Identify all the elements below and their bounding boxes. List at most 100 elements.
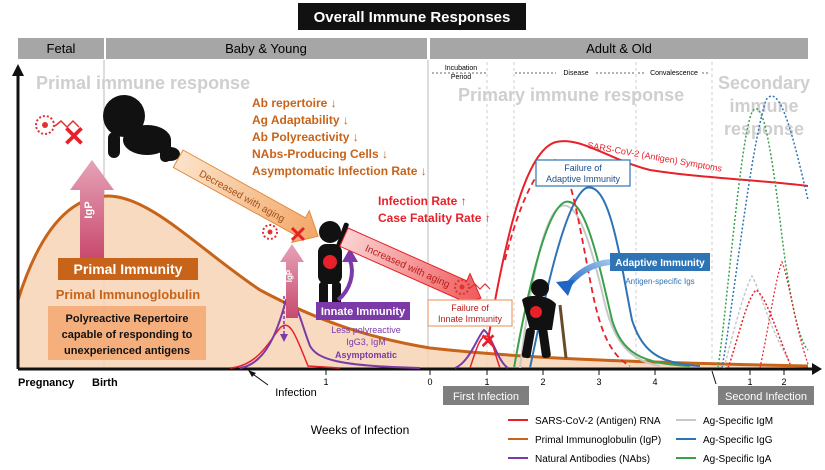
iga-curve bbox=[513, 200, 691, 369]
tick-baby-1: 1 bbox=[323, 377, 328, 387]
virus-icon bbox=[35, 115, 55, 135]
failure-innate-l2: Innate Immunity bbox=[438, 314, 503, 324]
innate-immunity-box bbox=[316, 302, 410, 320]
increase-item-2: Case Fatality Rate ↑ bbox=[378, 211, 491, 225]
baby-nabs-curve bbox=[239, 297, 421, 369]
adult-nabs-curve bbox=[454, 328, 509, 369]
tick-adult-1: 1 bbox=[484, 377, 489, 387]
tick-second-1: 1 bbox=[747, 377, 752, 387]
figure-title: Overall Immune Responses bbox=[314, 9, 511, 26]
legend-nabs: Natural Antibodies (NAbs) bbox=[535, 454, 650, 465]
tick-adult-3: 3 bbox=[596, 377, 601, 387]
repertoire-line-1: Polyreactive Repertoire bbox=[66, 313, 189, 325]
label-asymptomatic: Asymptomatic bbox=[335, 350, 397, 360]
adult-blocked-x-icon: ✕ bbox=[480, 331, 497, 353]
failure-innate-l1: Failure of bbox=[451, 303, 489, 313]
second-infection-badge bbox=[718, 386, 814, 405]
repertoire-line-2: capable of responding to bbox=[62, 329, 193, 341]
failure-adaptive-l1: Failure of bbox=[564, 163, 602, 173]
period-disease: Disease bbox=[563, 70, 588, 77]
igp-area bbox=[18, 196, 808, 368]
heading-secondary-l1: Secondary bbox=[718, 73, 810, 93]
label-antigen-specific: Antigen-specific Igs bbox=[625, 277, 694, 286]
second-rna-curve bbox=[727, 289, 791, 369]
legend-igm: Ag-Specific IgM bbox=[703, 416, 773, 427]
label-less-poly-1: Less polyreactive bbox=[331, 325, 401, 335]
period-incubation-l2: Period bbox=[451, 74, 471, 81]
label-igp: IgP bbox=[83, 201, 95, 218]
label-first-infection: First Infection bbox=[453, 391, 519, 403]
heading-primary: Primary immune response bbox=[458, 85, 684, 105]
child-igp-arrow bbox=[280, 244, 304, 318]
cane-icon bbox=[558, 304, 568, 359]
adult-incubation-rna bbox=[469, 335, 501, 369]
adaptive-immunity-box bbox=[610, 253, 710, 271]
label-second-infection: Second Infection bbox=[725, 391, 807, 403]
failure-adaptive-l2: Adaptive Immunity bbox=[546, 174, 621, 184]
increased-arrow-label: Increased with aging bbox=[363, 243, 451, 290]
decrease-item-5: Asymptomatic Infection Rate ↓ bbox=[252, 164, 427, 178]
first-infection-badge bbox=[443, 386, 529, 405]
repertoire-box bbox=[48, 306, 206, 360]
stage-baby: Baby & Young bbox=[225, 41, 307, 56]
baby-rna-curve bbox=[229, 324, 341, 369]
decrease-item-2: Ag Adaptability ↓ bbox=[252, 113, 349, 127]
label-igp-small: IgP bbox=[285, 269, 294, 282]
stage-bar-fetal bbox=[18, 38, 104, 59]
tick-adult-0: 0 bbox=[427, 377, 432, 387]
decrease-item-4: NAbs-Producing Cells ↓ bbox=[252, 147, 388, 161]
period-incubation-l1: Incubation bbox=[445, 65, 477, 72]
heading-primal: Primal immune response bbox=[36, 73, 250, 93]
baby-silhouette-icon bbox=[103, 95, 180, 162]
legend: SARS-CoV-2 (Antigen) RNA Primal Immunogl… bbox=[508, 416, 773, 465]
label-infection: Infection bbox=[275, 387, 317, 399]
rna-dashed-curve bbox=[504, 159, 631, 367]
failure-innate-box bbox=[427, 299, 513, 327]
tick-adult-4: 4 bbox=[652, 377, 657, 387]
heading-secondary-l3: response bbox=[724, 119, 804, 139]
tick-adult-2: 2 bbox=[540, 377, 545, 387]
primal-immunity-box bbox=[58, 258, 198, 280]
x-axis-arrow bbox=[812, 363, 822, 375]
label-innate-immunity: Innate Immunity bbox=[321, 306, 406, 318]
second-igg-curve bbox=[721, 95, 809, 369]
stage-fetal: Fetal bbox=[47, 41, 76, 56]
label-primal-immunoglobulin: Primal Immunoglobulin bbox=[56, 287, 201, 302]
y-axis-arrow bbox=[12, 64, 24, 76]
label-adaptive-immunity: Adaptive Immunity bbox=[615, 258, 705, 269]
failure-adaptive-box bbox=[535, 159, 631, 187]
second-rna-curve-2 bbox=[759, 260, 809, 369]
igg-curve bbox=[529, 186, 701, 369]
label-less-poly-2: IgG3, IgM bbox=[346, 337, 386, 347]
blocked-x-icon: ✕ bbox=[62, 121, 85, 152]
symptoms-curve bbox=[487, 140, 809, 341]
period-convalescence: Convalescence bbox=[650, 70, 698, 77]
elderly-infection-icon bbox=[530, 306, 542, 318]
adult-virus-icon bbox=[454, 279, 470, 295]
igm-curve bbox=[519, 204, 661, 369]
decrease-item-1: Ab repertoire ↓ bbox=[252, 96, 337, 110]
label-birth: Birth bbox=[92, 377, 118, 389]
increase-item-1: Infection Rate ↑ bbox=[378, 194, 467, 208]
child-blocked-x-icon: ✕ bbox=[289, 222, 307, 247]
title-bar bbox=[298, 3, 526, 30]
repertoire-line-3: unexperienced antigens bbox=[64, 345, 190, 357]
second-igm-curve bbox=[723, 274, 791, 369]
legend-rna: SARS-CoV-2 (Antigen) RNA bbox=[535, 416, 661, 427]
legend-iga: Ag-Specific IgA bbox=[703, 454, 772, 465]
child-virus-icon bbox=[262, 224, 278, 240]
stage-adult: Adult & Old bbox=[586, 41, 652, 56]
decrease-item-3: Ab Polyreactivity ↓ bbox=[252, 130, 359, 144]
x-axis-label: Weeks of Infection bbox=[311, 423, 410, 437]
child-infection-icon bbox=[323, 255, 337, 269]
label-primal-immunity: Primal Immunity bbox=[74, 261, 183, 277]
legend-igg: Ag-Specific IgG bbox=[703, 435, 773, 446]
stage-bar-baby bbox=[106, 38, 427, 59]
label-pregnancy: Pregnancy bbox=[18, 377, 75, 389]
stage-bar-adult bbox=[430, 38, 808, 59]
igp-up-arrow bbox=[70, 160, 114, 258]
legend-igp: Primal Immunoglobulin (IgP) bbox=[535, 435, 661, 446]
innate-curve-arrow bbox=[336, 259, 354, 302]
